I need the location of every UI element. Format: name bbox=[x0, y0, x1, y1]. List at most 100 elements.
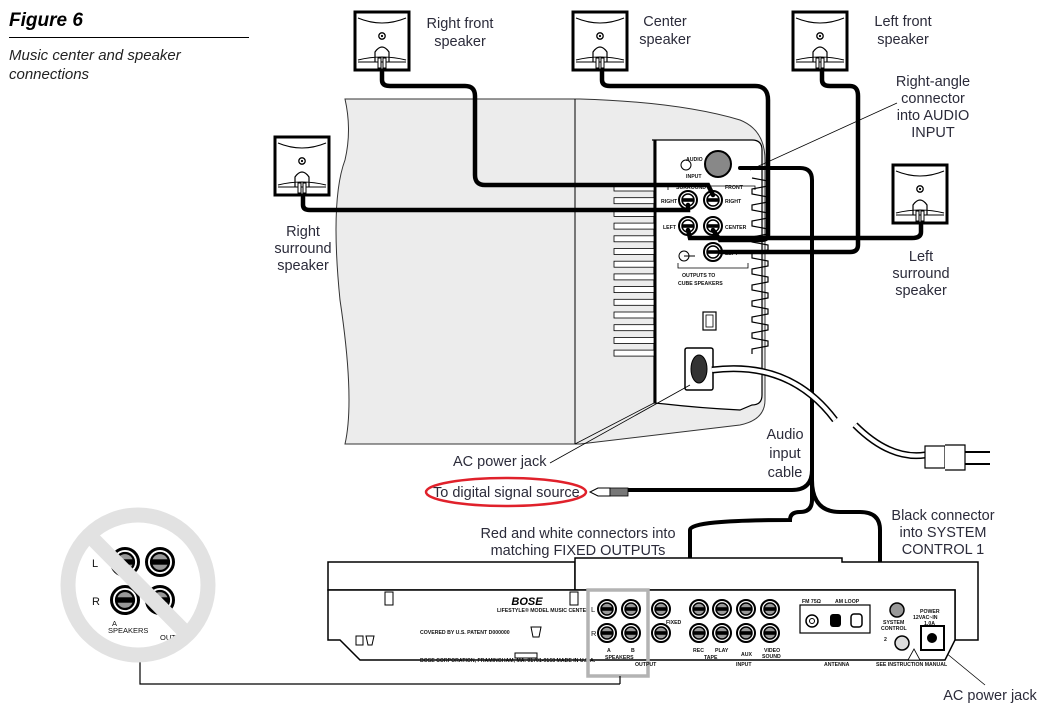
label-input: INPUT bbox=[686, 174, 702, 180]
inset-label-A: A bbox=[112, 619, 117, 628]
label-aux: AUX bbox=[741, 652, 752, 658]
fin bbox=[613, 273, 655, 281]
corp-label: BOSE CORPORATION, FRAMINGHAM, MA. 01701-… bbox=[420, 658, 596, 664]
speaker-outputs-highlight bbox=[586, 588, 650, 678]
label-surround-left: LEFT bbox=[663, 225, 677, 231]
fin bbox=[613, 311, 655, 319]
label-rec: REC bbox=[693, 648, 704, 654]
label-surround: SURROUND bbox=[676, 185, 706, 191]
right-front-speaker bbox=[353, 10, 411, 72]
label-speakers: SPEAKERS bbox=[605, 655, 634, 661]
center-label-1: Center bbox=[643, 14, 687, 30]
label-12vac: 12VAC~IN bbox=[913, 615, 938, 621]
label-video: VIDEO bbox=[764, 648, 780, 654]
left-front-speaker bbox=[791, 10, 849, 72]
label-sound: SOUND bbox=[762, 654, 781, 660]
right-surround-speaker bbox=[273, 135, 331, 197]
right-angle-label-4: INPUT bbox=[911, 125, 955, 141]
right-front-label-2: speaker bbox=[434, 34, 486, 50]
label-front-right: RIGHT bbox=[725, 199, 742, 205]
ac-power-jack-module-label: AC power jack bbox=[453, 454, 547, 470]
right-front-label-1: Right front bbox=[427, 16, 494, 32]
label-front: FRONT bbox=[725, 185, 744, 191]
center-label-2: speaker bbox=[639, 32, 691, 48]
label-audio: AUDIO bbox=[686, 157, 703, 163]
right-angle-label-1: Right-angle bbox=[896, 74, 970, 90]
fin bbox=[613, 336, 655, 344]
label-L: L bbox=[591, 605, 595, 614]
fin bbox=[613, 260, 655, 268]
label-R: R bbox=[591, 629, 597, 638]
figure-caption: Music center and speaker connections bbox=[9, 47, 181, 83]
label-surround-right: RIGHT bbox=[661, 199, 678, 205]
red-white-label-1: Red and white connectors into bbox=[480, 526, 675, 542]
right-angle-label-3: into AUDIO bbox=[897, 108, 970, 124]
black-connector-label-3: CONTROL 1 bbox=[902, 542, 984, 558]
fin bbox=[613, 197, 655, 205]
bose-logo: BOSE bbox=[511, 596, 543, 608]
fin-zigzag bbox=[751, 177, 769, 354]
heatsink-fins-left bbox=[613, 184, 655, 357]
audio-cable-label-2: input bbox=[769, 446, 800, 462]
incorrect-connection-inset: L R A SPEAKERS OUT bbox=[60, 507, 216, 663]
black-connector-label-1: Black connector bbox=[891, 508, 994, 524]
left-surround-label-1: Left bbox=[909, 249, 933, 265]
label-am-loop: AM LOOP bbox=[835, 599, 860, 605]
label-center: CENTER bbox=[725, 225, 747, 231]
left-front-label-1: Left front bbox=[874, 14, 931, 30]
inset-label-L: L bbox=[92, 558, 98, 570]
heatsink-fins-right bbox=[751, 177, 769, 354]
speaker-labels: Right front speaker Center speaker Left … bbox=[274, 14, 949, 299]
digital-source-label: To digital signal source bbox=[433, 485, 580, 501]
prohibition-slash-icon bbox=[84, 530, 193, 640]
audio-input-icon bbox=[680, 159, 692, 171]
label-see-manual: SEE INSTRUCTION MANUAL bbox=[876, 662, 948, 668]
system-control-2-jack bbox=[894, 635, 910, 651]
music-center-jacks: L R A B SPEAKERS OUTPUT FIXED REC PLAY T… bbox=[591, 599, 948, 668]
label-1a: 1.0A bbox=[924, 621, 935, 627]
center-speaker bbox=[571, 10, 629, 72]
right-surround-label-2: surround bbox=[274, 241, 331, 257]
label-a: A bbox=[607, 648, 611, 654]
fin bbox=[613, 235, 655, 243]
label-system: SYSTEM bbox=[883, 620, 904, 626]
ac-power-jack-center-label: AC power jack bbox=[943, 688, 1037, 704]
fixed-output-l bbox=[651, 599, 671, 619]
left-surround-label-3: speaker bbox=[895, 283, 947, 299]
inset-pointer-line bbox=[139, 656, 620, 685]
fin bbox=[613, 349, 655, 357]
right-surround-label-1: Right bbox=[286, 224, 320, 240]
inset-label-R: R bbox=[92, 596, 100, 608]
digital-source-highlight bbox=[424, 476, 588, 508]
label-control: CONTROL bbox=[881, 626, 907, 632]
music-center: BOSE LIFESTYLE® MODEL MUSIC CENTER COVER… bbox=[327, 557, 979, 664]
fin bbox=[613, 324, 655, 332]
label-input: INPUT bbox=[736, 662, 752, 668]
label-b: B bbox=[631, 648, 635, 654]
label-outputs: OUTPUTS TO bbox=[682, 273, 715, 279]
bass-module bbox=[335, 98, 766, 445]
label-play: PLAY bbox=[715, 648, 729, 654]
system-control-1-jack bbox=[889, 602, 905, 618]
inset-label-speakers: SPEAKERS bbox=[108, 626, 148, 635]
label-cube-speakers: CUBE SPEAKERS bbox=[678, 281, 723, 287]
right-surround-label-3: speaker bbox=[277, 258, 329, 274]
audio-cable-label-1: Audio bbox=[766, 427, 803, 443]
fin bbox=[613, 286, 655, 294]
left-surround-speaker bbox=[891, 163, 949, 225]
fin bbox=[613, 222, 655, 230]
left-front-label-2: speaker bbox=[877, 32, 929, 48]
left-surround-label-2: surround bbox=[892, 266, 949, 282]
fin bbox=[613, 298, 655, 306]
label-antenna: ANTENNA bbox=[824, 662, 850, 668]
label-fixed: FIXED bbox=[666, 620, 682, 626]
label-output: OUTPUT bbox=[635, 662, 657, 668]
right-angle-label-2: connector bbox=[901, 91, 965, 107]
label-power: POWER bbox=[920, 609, 940, 615]
label-tape: TAPE bbox=[704, 655, 718, 661]
label-sc2: 2 bbox=[884, 637, 887, 643]
prohibition-ring-icon bbox=[60, 507, 216, 663]
speaker-cables bbox=[300, 69, 924, 255]
title-rule bbox=[9, 37, 249, 38]
